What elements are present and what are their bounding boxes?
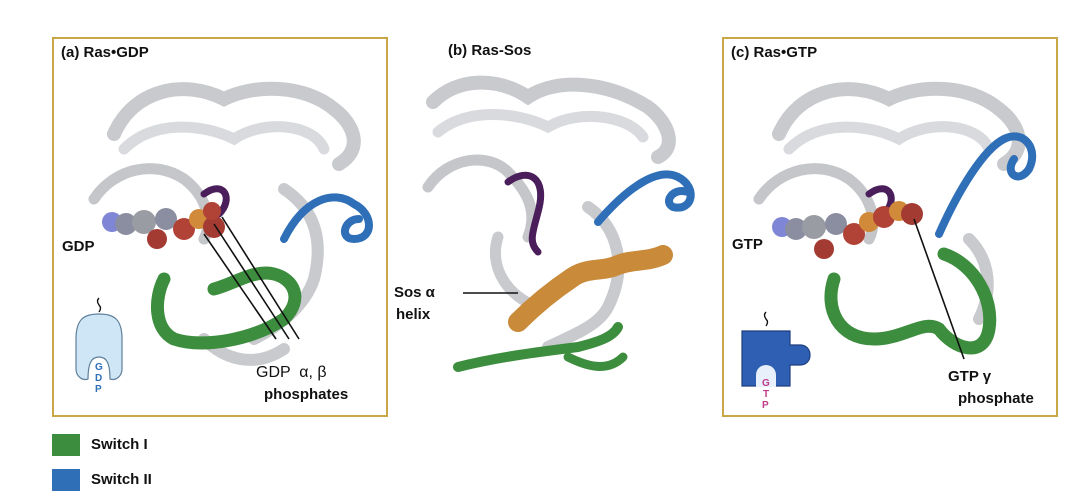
gtp-gamma-label-line1: GTP γ xyxy=(948,368,992,385)
panel-title: (a) Ras•GDP xyxy=(61,44,149,61)
gtp-label: GTP xyxy=(732,236,763,253)
panel-title: (c) Ras•GTP xyxy=(731,44,818,61)
icon-letter: P xyxy=(95,384,102,395)
panel-ras-gtp: (c) Ras•GTP G xyxy=(722,37,1058,417)
gdp-phosphates-label-line1: GDP α, β xyxy=(256,364,327,381)
gdp-phosphates-label-line2: phosphates xyxy=(264,386,349,403)
ras-gdp-structure: G D P xyxy=(75,81,373,395)
gdp-label: GDP xyxy=(62,238,95,255)
gdp-state-icon: G D P xyxy=(75,297,123,395)
legend-swatch-switch-i xyxy=(52,434,80,456)
gtp-state-icon: G T P xyxy=(741,311,811,411)
legend-label-switch-i: Switch I xyxy=(91,436,148,453)
ras-gtp-structure: G T P xyxy=(741,81,1037,411)
legend-label-switch-ii: Switch II xyxy=(91,471,152,488)
icon-letter: T xyxy=(763,389,769,400)
legend-swatch-switch-ii xyxy=(52,469,80,491)
sos-helix-label-line2: helix xyxy=(396,306,431,323)
icon-letter: P xyxy=(762,400,769,411)
icon-letter: G xyxy=(762,378,770,389)
panel-title: (b) Ras-Sos xyxy=(448,42,532,59)
icon-letter: G xyxy=(95,362,103,373)
gtp-gamma-label-line2: phosphate xyxy=(958,390,1034,407)
icon-letter: D xyxy=(95,373,102,384)
panel-ras-gdp: (a) Ras•GDP xyxy=(52,37,388,417)
ras-sos-structure xyxy=(422,75,695,372)
panel-ras-sos: (b) Ras-Sos Sos α helix xyxy=(388,37,722,417)
sos-helix-label-line1: Sos α xyxy=(394,284,435,301)
